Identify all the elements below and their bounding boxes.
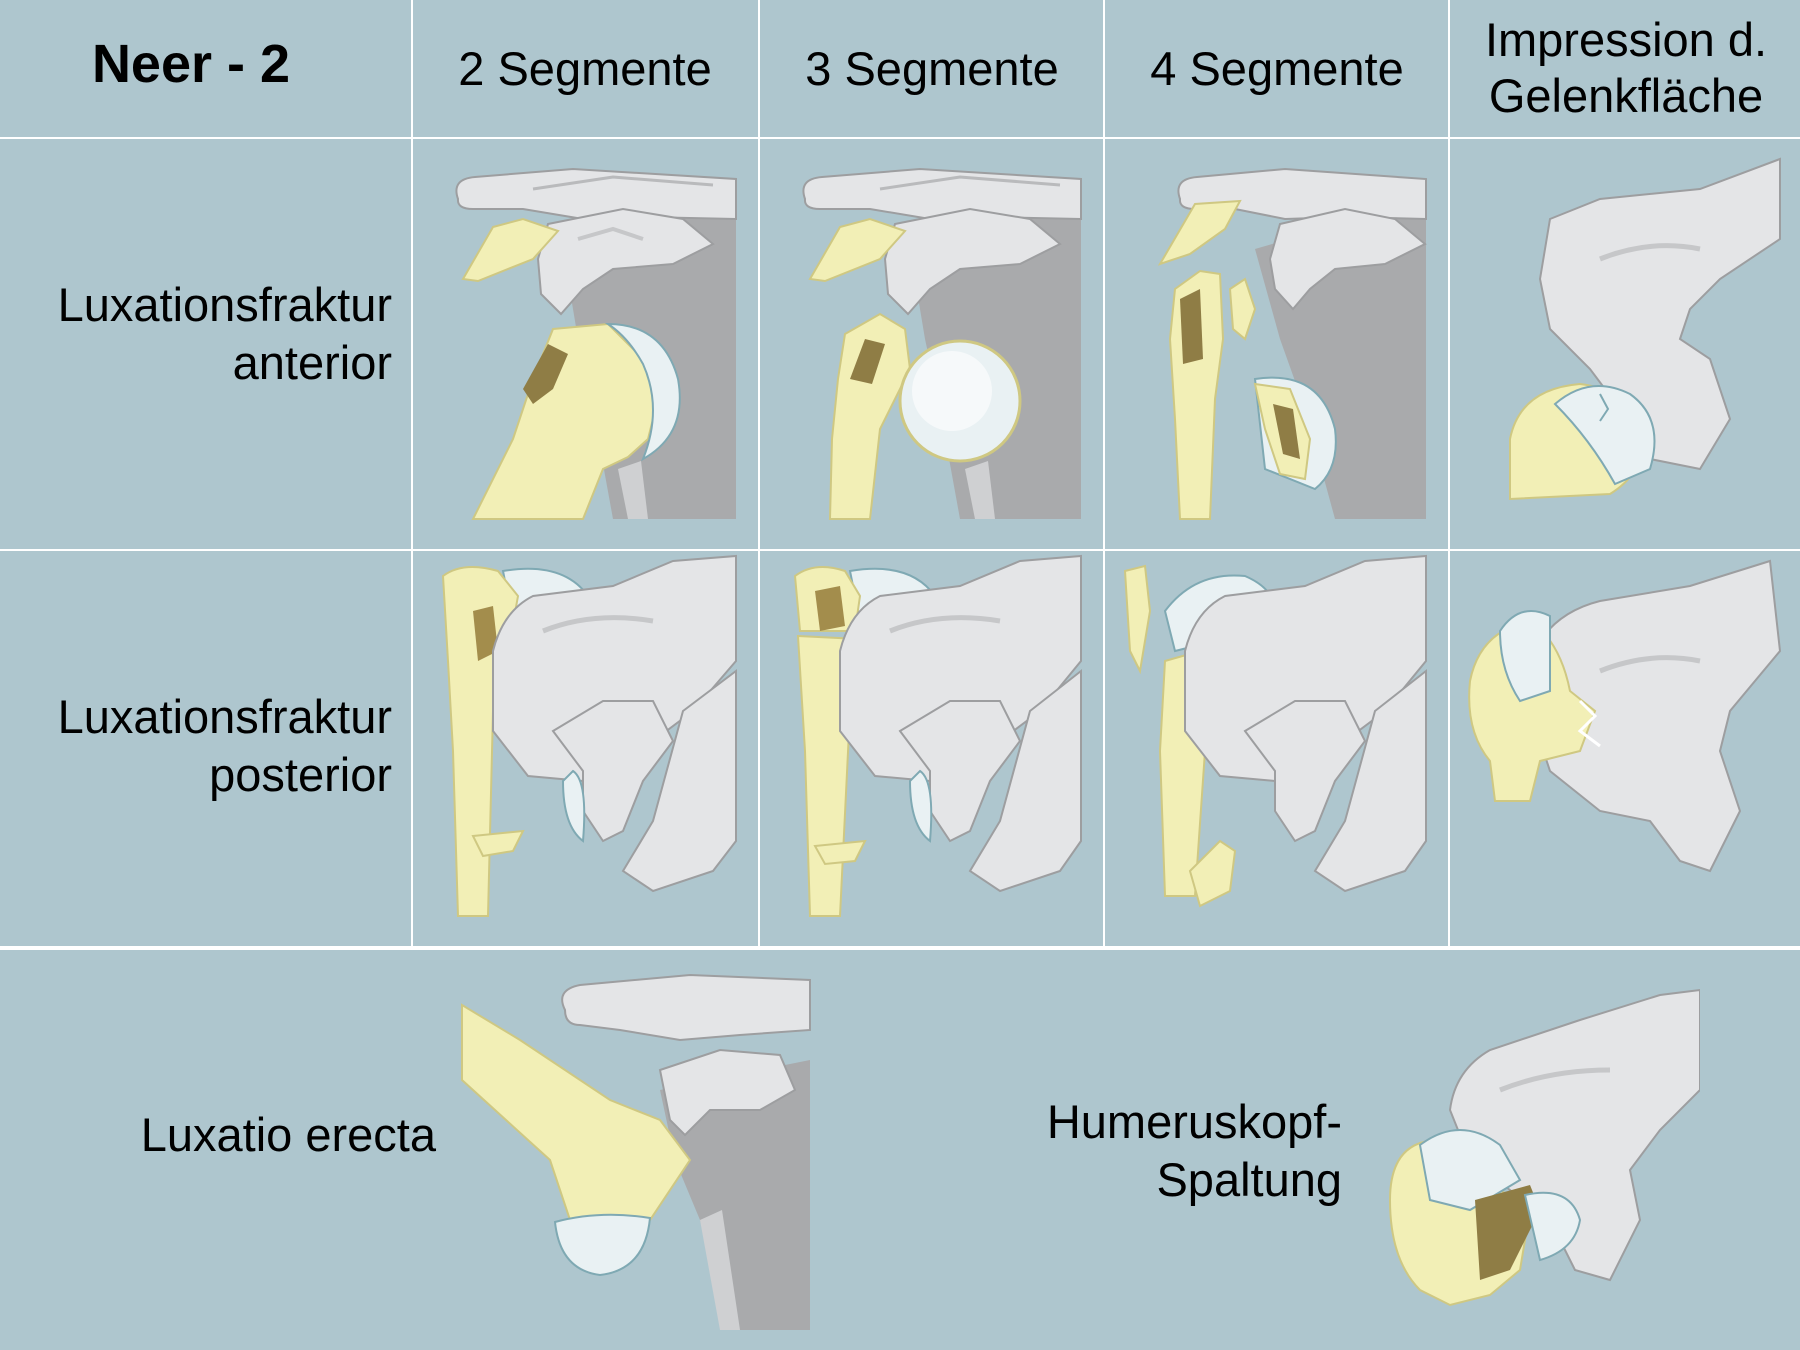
row-label-anterior-line2: anterior bbox=[232, 336, 392, 390]
column-header-impression: Impression d. Gelenkfläche bbox=[1452, 12, 1800, 125]
posterior-3-segment-illustration bbox=[760, 551, 1103, 946]
row-label-posterior-line2: posterior bbox=[209, 748, 392, 802]
anterior-impression-illustration bbox=[1450, 139, 1800, 549]
anterior-4-segment-illustration bbox=[1105, 139, 1448, 549]
posterior-4-segment-illustration bbox=[1105, 551, 1448, 946]
table-title: Neer - 2 bbox=[91, 34, 291, 94]
column-header-4-segments: 4 Segmente bbox=[1150, 42, 1404, 95]
label-luxatio-erecta: Luxatio erecta bbox=[140, 1108, 436, 1161]
row-label-posterior-line1: Luxationsfraktur bbox=[57, 690, 392, 743]
label-humeral-head-split-line1: Humeruskopf- bbox=[1046, 1095, 1342, 1148]
posterior-2-segment-illustration bbox=[413, 551, 758, 946]
column-header-3-segments: 3 Segmente bbox=[805, 42, 1059, 95]
column-header-impression-line2: Gelenkfläche bbox=[1488, 69, 1764, 123]
luxatio-erecta-illustration bbox=[460, 960, 820, 1345]
grid-line bbox=[411, 0, 413, 947]
anterior-3-segment-illustration bbox=[760, 139, 1103, 549]
grid-line bbox=[0, 137, 1800, 139]
row-label-posterior: Luxationsfraktur posterior bbox=[0, 688, 392, 805]
humeral-head-split-illustration bbox=[1380, 960, 1700, 1345]
column-header-2-segments: 2 Segmente bbox=[458, 42, 712, 95]
grid-line bbox=[0, 946, 1800, 950]
grid-line bbox=[0, 549, 1800, 551]
posterior-impression-illustration bbox=[1450, 551, 1800, 946]
row-label-anterior-line1: Luxationsfraktur bbox=[57, 278, 392, 331]
grid-line bbox=[1103, 0, 1105, 947]
grid-line bbox=[758, 0, 760, 947]
grid-line bbox=[1448, 0, 1450, 947]
anterior-2-segment-illustration bbox=[413, 139, 758, 549]
label-humeral-head-split-line2: Spaltung bbox=[1156, 1153, 1342, 1207]
column-header-impression-line1: Impression d. bbox=[1484, 13, 1768, 66]
label-humeral-head-split: Humeruskopf- Spaltung bbox=[930, 1093, 1342, 1210]
row-label-anterior: Luxationsfraktur anterior bbox=[0, 276, 392, 393]
